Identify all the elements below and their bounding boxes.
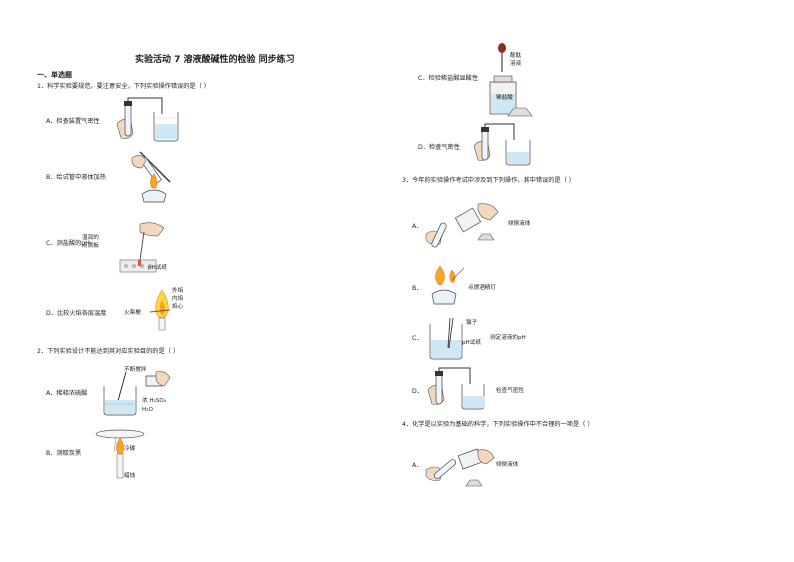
tweezers [447, 317, 451, 349]
airtightness-check-figure-2 [473, 122, 544, 168]
section-heading: 一、单选题 [37, 71, 72, 79]
beaker [429, 324, 463, 360]
candle [116, 453, 124, 479]
cold-dish-label: 冷碟 [124, 446, 136, 452]
flame-icon [150, 173, 157, 189]
question-4-stem: 4．化学是以实验为基础的科学，下列实验操作中不合理的一项是（ ） [402, 421, 594, 428]
measure-ph-figure [428, 317, 468, 362]
test-tube [481, 129, 489, 161]
beaker [103, 386, 137, 416]
q3-option-b-letter: B． [412, 285, 423, 292]
sulfuric-acid-label: 浓 H₂SO₄ [142, 398, 167, 404]
flame-icon [449, 269, 456, 283]
q2-option-c: C．检验稀盐酸显酸性 [418, 75, 479, 82]
outer-flame-label: 外焰 [172, 288, 184, 294]
wet-label: 湿润的 [82, 235, 99, 241]
hand-icon [131, 155, 147, 169]
ph-paper-label: pH试纸 [148, 265, 167, 271]
page-title: 实验活动 7 溶液酸碱性的检验 同步练习 [135, 55, 295, 65]
cold-dish [95, 429, 145, 439]
water-label: H₂O [142, 407, 153, 413]
tweezers-label: 镊子 [466, 320, 478, 326]
hand-icon [155, 371, 171, 387]
hydrochloric-label: 稀盐酸 [496, 95, 513, 101]
test-tube [124, 103, 132, 137]
ph-test-figure [110, 220, 200, 280]
q2-option-a: A．稀释浓硫酸 [46, 390, 88, 397]
flame-layers-figure [149, 288, 174, 332]
candle-label: 蜡烛 [124, 473, 136, 479]
carbon-black-figure [94, 426, 154, 482]
hand-icon [477, 449, 495, 465]
matchstick-label: 火柴梗 [124, 310, 141, 316]
light-lamp-figure [428, 264, 468, 308]
question-2-stem: 2．下列实验设计不能达到其对应实验目的的是（ ） [37, 348, 180, 355]
dropper-figure [488, 42, 528, 122]
beaker [153, 112, 179, 142]
airtightness-check-figure-3 [424, 366, 494, 412]
stopper-figure [507, 107, 533, 118]
flame-core-label: 焰心 [172, 304, 184, 310]
pour-liquid-figure [424, 198, 504, 256]
q1-option-b: B．给试管中液体加热 [46, 174, 106, 181]
q3-option-d-letter: D． [412, 388, 423, 395]
q3-option-a-letter: A． [412, 223, 423, 230]
alcohol-lamp [431, 289, 457, 305]
flame-icon [435, 265, 445, 286]
ph-paper-label-2: pH试纸 [462, 340, 481, 346]
test-tube [431, 222, 447, 248]
measure-ph-label: 测定溶液的pH [490, 335, 526, 341]
q1-option-d: D．比较火焰各层温度 [46, 310, 107, 317]
q4-option-a-letter: A． [412, 462, 423, 469]
q1-option-a: A．检查装置气密性 [46, 118, 100, 125]
airtightness-check-figure [112, 96, 192, 146]
solution-label: 溶液 [510, 61, 522, 67]
dilute-acid-figure [96, 368, 176, 418]
q3-option-c-letter: C． [412, 335, 423, 342]
beaker [505, 140, 531, 166]
q1-option-c: C．测盐酸的pH [46, 240, 90, 247]
heating-liquid-figure [130, 148, 190, 204]
question-1-stem: 1．科学实验要规范，要注意安全，下列实验操作错误的是（ ） [37, 83, 210, 90]
stir-label: 不断搅拌 [124, 367, 147, 373]
pour-liquid-label-2: 倾倒液体 [496, 462, 519, 468]
alcohol-lamp [141, 189, 167, 203]
flame-icon [116, 437, 124, 456]
pour-liquid-label: 倾倒液体 [508, 221, 531, 227]
question-3-stem: 3．今年的实验操作考试中涉及到下列操作，其中错误的是（ ） [402, 177, 575, 184]
pour-liquid-figure-2 [424, 444, 514, 494]
candle [158, 317, 166, 331]
dropper-bulb [498, 43, 506, 53]
q2-option-b: B．测取炭黑 [46, 450, 82, 457]
inner-flame-label: 内焰 [172, 296, 184, 302]
test-tube [433, 459, 457, 479]
airtightness-label: 检查气密性 [496, 388, 524, 394]
phenolphthalein-label: 酚酞 [510, 53, 522, 59]
test-tube [435, 373, 443, 405]
hand-icon [477, 203, 499, 221]
spot-plate-label: 点滴板 [82, 243, 99, 249]
q2-option-d: D．检查气密性 [418, 144, 460, 151]
reagent-bottle [454, 207, 482, 233]
light-lamp-label: 点燃酒精灯 [468, 285, 496, 291]
hand-icon [139, 222, 165, 237]
